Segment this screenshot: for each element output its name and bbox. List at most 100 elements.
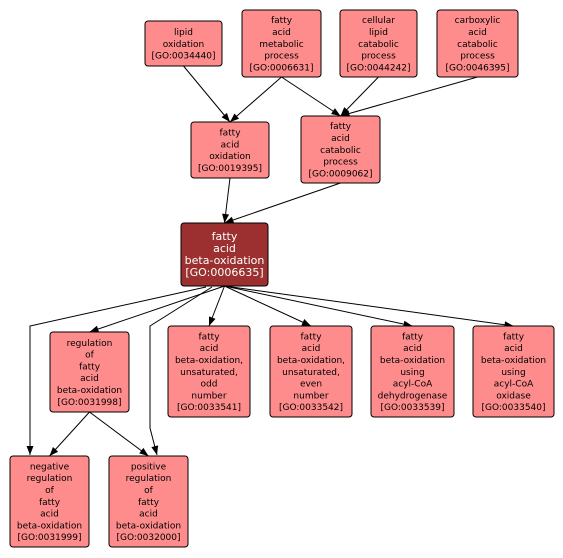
go-term-node-go0032000[interactable]: positiveregulationoffattyacidbeta-oxidat… (108, 455, 189, 548)
node-go-id: [GO:0031999] (17, 533, 81, 543)
arrowhead-icon (26, 446, 34, 455)
node-label-line: unsaturated, (282, 368, 340, 378)
node-label-line: number (191, 391, 226, 401)
node-label-line: acid (221, 140, 240, 150)
edge-go0006635-to-go0031998 (89, 285, 225, 333)
node-label-line: process (323, 158, 358, 168)
edge-go0019395-to-go0006635 (222, 177, 231, 224)
node-label-line: lipid (174, 28, 193, 38)
node-box (49, 331, 130, 413)
node-go-id: [GO:0033542] (279, 403, 343, 413)
edge-line (89, 285, 225, 333)
node-label-line: acid (302, 344, 321, 354)
node-label-line: catabolic (320, 146, 361, 156)
go-term-node-go0044242[interactable]: cellularlipidcatabolicprocess[GO:0044242… (339, 9, 418, 78)
go-term-node-go0033541[interactable]: fatty acid beta-oxidation, unsaturated, oddn… (167, 325, 251, 418)
edge-go0006635-to-go0033541 (208, 285, 225, 327)
node-label-line: fatty (503, 332, 525, 342)
node-label-line: of (144, 486, 154, 496)
go-term-node-go0031999[interactable]: negativeregulationoffattyacidbeta-oxidat… (9, 455, 90, 548)
node-label-line: beta-oxidation, (175, 356, 243, 366)
arrowhead-icon (139, 447, 149, 456)
node-label-line: fatty (219, 129, 241, 139)
go-term-node-go0033542[interactable]: fatty acid beta-oxidation, unsaturated, even… (269, 325, 353, 418)
node-label-line: beta-oxidation (380, 356, 445, 366)
go-term-node-go0033539[interactable]: fattyacidbeta-oxidationusingacyl-CoAdehy… (370, 325, 455, 418)
arrowhead-icon (230, 113, 240, 122)
edge-line (224, 285, 514, 327)
edge-line (224, 182, 341, 224)
node-label-line: beta-oxidation (17, 521, 82, 531)
go-term-node-go0033540[interactable]: fattyacidbeta-oxidationusingacyl-CoAoxid… (472, 325, 555, 418)
node-go-id: [GO:0006631] (249, 63, 313, 73)
edge-line (149, 286, 213, 456)
node-label-line: even (300, 380, 322, 390)
node-box (300, 115, 381, 184)
node-label-line: beta-oxidation, (277, 356, 345, 366)
node-label-line: acid (40, 510, 59, 520)
node-label-line: acid (272, 28, 291, 38)
node-go-id: [GO:0019395] (198, 164, 262, 174)
edge-go0006635-to-go0033542 (224, 285, 312, 327)
nodes-layer: lipidoxidation[GO:0034440]fattyacidmetab… (9, 9, 555, 548)
node-label-line: process (460, 52, 495, 62)
node-label-line: metabolic (259, 40, 304, 50)
go-term-node-go0046395[interactable]: carboxylicacidcatabolicprocess[GO:004639… (436, 9, 519, 78)
node-label-line: odd (201, 380, 218, 390)
node-go-id: [GO:0033540] (481, 403, 545, 413)
arrowhead-icon (208, 316, 216, 326)
node-label-line: acid (468, 28, 487, 38)
node-label-line: acid (200, 344, 219, 354)
node-go-id: [GO:0031998] (57, 398, 121, 408)
node-label-line: fatty (39, 498, 61, 508)
go-term-node-go0031998[interactable]: regulationoffattyacidbeta-oxidation[GO:0… (49, 331, 130, 413)
arrowhead-icon (340, 107, 350, 116)
node-label-line: cellular (362, 16, 395, 26)
node-box (167, 325, 251, 418)
edge-line (340, 76, 478, 117)
node-label-line: positive (131, 462, 167, 472)
edge-line (224, 285, 413, 327)
node-label-line: oxidation (163, 40, 205, 50)
node-label-line: unsaturated, (180, 368, 238, 378)
node-label-line: fatty (271, 16, 293, 26)
node-label-line: oxidation (209, 152, 251, 162)
node-label-line: negative (30, 462, 70, 472)
node-label-line: dehydrogenase (378, 391, 448, 401)
node-label-line: acyl-CoA (393, 380, 433, 390)
node-label-line: using (400, 368, 424, 378)
node-label-line: fatty (330, 122, 352, 132)
edge-go0031998-to-go0031999 (49, 411, 90, 457)
node-label-line: beta-oxidation (185, 254, 265, 267)
edge-line (183, 65, 231, 123)
node-label-line: acid (331, 134, 350, 144)
edge-line (49, 411, 90, 457)
node-box (180, 222, 269, 287)
node-label-line: fatty (300, 332, 322, 342)
node-label-line: beta-oxidation (481, 356, 546, 366)
go-term-node-go0009062[interactable]: fatty acid catabolic process[GO:0009062] (300, 115, 381, 184)
node-label-line: fatty (198, 332, 220, 342)
node-box (241, 9, 322, 78)
node-label-line: acid (80, 374, 99, 384)
edge-go0009062-to-go0006635 (224, 182, 341, 224)
node-label-line: acid (403, 344, 422, 354)
node-go-id: [GO:0009062] (308, 169, 372, 179)
node-go-id: [GO:0044242] (346, 63, 410, 73)
edge-line (89, 411, 149, 457)
node-label-line: lipid (369, 28, 388, 38)
node-box (436, 9, 519, 78)
node-go-id: [GO:0006635] (185, 266, 263, 279)
node-go-id: [GO:0033539] (380, 403, 444, 413)
node-label-line: regulation (27, 474, 73, 484)
node-label-line: regulation (67, 339, 113, 349)
node-label-line: beta-oxidation (57, 386, 122, 396)
edge-go0006635-to-go0033539 (224, 285, 413, 328)
arrowhead-icon (49, 446, 59, 456)
edge-go0006635-to-go0033540 (224, 285, 514, 329)
